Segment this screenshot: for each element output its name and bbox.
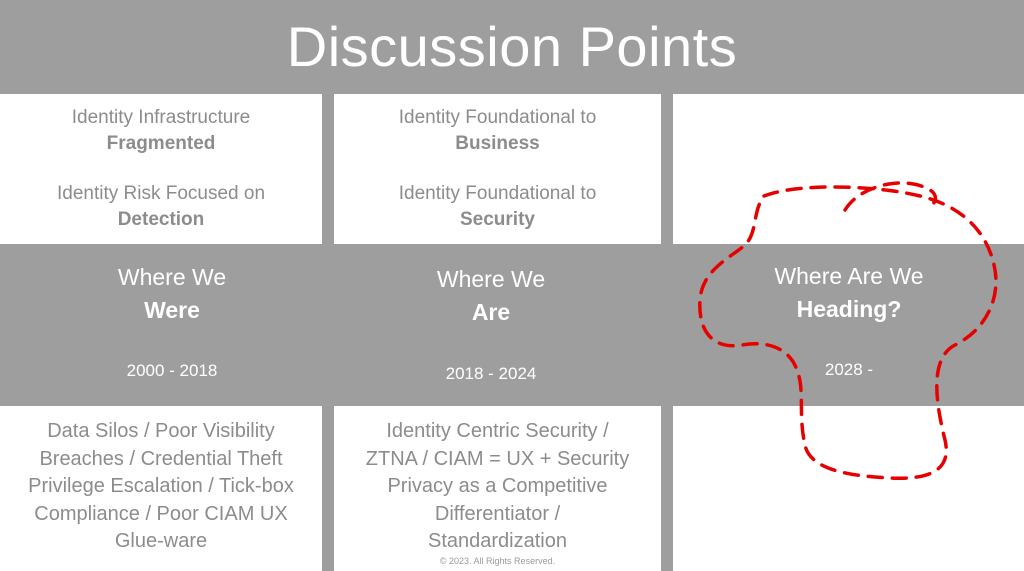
were-bottom-line-5: Glue-ware [114,530,208,552]
heading-bottom-panel [673,406,1024,571]
were-bottom-line-3: Privilege Escalation / Tick-box [28,475,294,497]
stage-are-line1: Where We [436,266,546,292]
copyright-notice: © 2023. All Rights Reserved. [439,556,556,566]
were-bottom-panel: Data Silos / Poor Visibility Breaches / … [0,406,322,571]
were-top-panel: Identity Infrastructure Fragmented Ident… [0,94,322,244]
are-bottom-line-1: Identity Centric Security / [386,420,609,442]
are-bottom-panel: Identity Centric Security / ZTNA / CIAM … [334,406,661,571]
stage-are-line2: Are [471,299,511,325]
are-bottom-line-5: Standardization [428,530,567,552]
stage-are-years: 2018 - 2024 [445,364,537,383]
stage-were: Where We Were 2000 - 2018 [42,261,302,391]
slide-title: Discussion Points [286,15,738,78]
were-bottom-line-1: Data Silos / Poor Visibility [47,420,275,442]
are-bottom-list: Identity Centric Security / ZTNA / CIAM … [366,418,629,556]
are-top-item-1: Identity Foundational to Business [398,107,597,154]
stage-were-years: 2000 - 2018 [126,361,218,380]
are-top-item-2: Identity Foundational to Security [398,183,597,230]
were-top-item-1: Identity Infrastructure Fragmented [71,107,251,154]
were-bottom-line-4: Compliance / Poor CIAM UX [34,502,288,525]
stage-heading-line1: Where Are We [774,263,924,289]
stage-are: Where We Are 2018 - 2024 [361,263,621,393]
stage-heading: Where Are We Heading? 2028 - [719,260,979,390]
were-bottom-line-2: Breaches / Credential Theft [39,447,283,470]
stage-heading-years: 2028 - [824,360,874,379]
title-bar: Discussion Points [0,0,1024,94]
are-bottom-line-3: Privacy as a Competitive [387,475,608,497]
are-bottom-line-4: Differentiator / [434,502,561,525]
stage-were-line1: Where We [117,264,227,290]
are-bottom-line-2: ZTNA / CIAM = UX + Security [365,447,630,470]
are-top-panel: Identity Foundational to Business Identi… [334,94,661,244]
were-top-item-2: Identity Risk Focused on Detection [56,183,266,230]
stage-were-line2: Were [144,297,200,323]
were-bottom-list: Data Silos / Poor Visibility Breaches / … [28,418,294,556]
stage-heading-line2: Heading? [796,296,902,322]
